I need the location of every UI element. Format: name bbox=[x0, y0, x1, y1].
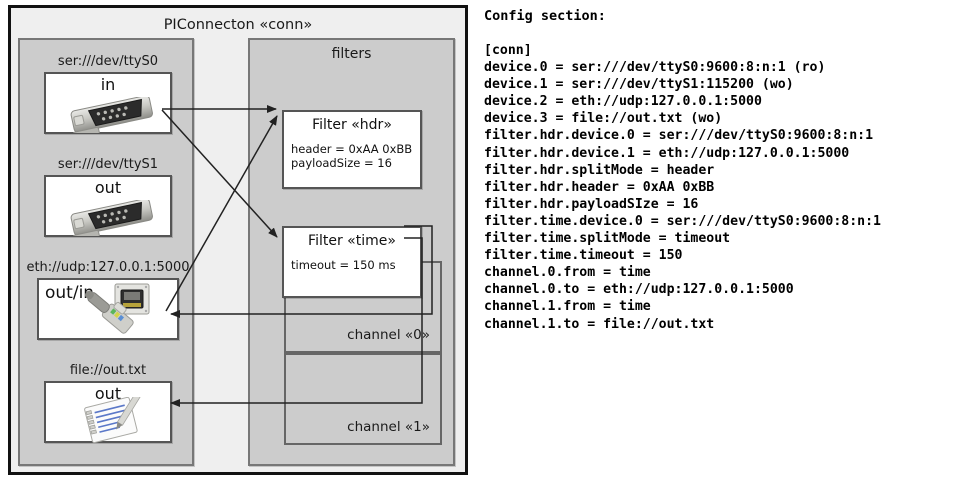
filter-property: timeout = 150 ms bbox=[291, 258, 396, 272]
config-line: filter.time.splitMode = timeout bbox=[484, 231, 731, 247]
config-line: channel.1.from = time bbox=[484, 299, 651, 315]
device-direction: out bbox=[94, 178, 122, 197]
filter-properties: header = 0xAA 0xBB payloadSize = 16 bbox=[291, 142, 420, 170]
config-line: filter.hdr.device.1 = eth://udp:127.0.0.… bbox=[484, 145, 850, 161]
filter-property: payloadSize = 16 bbox=[291, 156, 392, 170]
config-line: device.1 = ser:///dev/ttyS1:115200 (wo) bbox=[484, 77, 794, 93]
device-direction: in bbox=[100, 75, 116, 94]
filter-title: Filter «time» bbox=[308, 233, 396, 249]
devices-panel: ser:///dev/ttyS0 in bbox=[18, 38, 194, 466]
config-line: channel.1.to = file://out.txt bbox=[484, 316, 715, 332]
config-line: filter.hdr.header = 0xAA 0xBB bbox=[484, 179, 715, 195]
device-label: file://out.txt bbox=[69, 363, 147, 378]
config-line: filter.time.timeout = 150 bbox=[484, 248, 683, 264]
device-group-ttyS0[interactable]: ser:///dev/ttyS0 in bbox=[20, 54, 196, 134]
device-group-ttyS1[interactable]: ser:///dev/ttyS1 out bbox=[20, 157, 196, 237]
config-lines[interactable]: [conn] device.0 = ser:///dev/ttyS0:9600:8… bbox=[484, 42, 881, 333]
filters-panel: filters channel «0» channel «1» Filter «… bbox=[248, 38, 455, 466]
config-line: filter.hdr.payloadSIze = 16 bbox=[484, 196, 699, 212]
device-direction: out/in bbox=[45, 283, 95, 303]
filter-property: header = 0xAA 0xBB bbox=[291, 142, 413, 156]
device-box[interactable]: out bbox=[44, 381, 172, 443]
config-line: channel.0.from = time bbox=[484, 265, 651, 281]
device-box[interactable]: out bbox=[44, 175, 172, 237]
channel-label: channel «0» bbox=[347, 327, 430, 343]
device-group-file[interactable]: file://out.txt out bbox=[20, 363, 196, 443]
device-box[interactable]: out/in bbox=[37, 278, 179, 340]
config-line: [conn] bbox=[484, 43, 532, 58]
filters-panel-title: filters bbox=[331, 46, 372, 62]
config-line: channel.0.to = eth://udp:127.0.0.1:5000 bbox=[484, 282, 794, 298]
config-heading: Config section: bbox=[484, 8, 606, 24]
filter-properties: timeout = 150 ms bbox=[291, 258, 420, 272]
config-line: filter.time.device.0 = ser:///dev/ttyS0:… bbox=[484, 213, 881, 229]
config-line: device.2 = eth://udp:127.0.0.1:5000 bbox=[484, 94, 762, 110]
device-label: ser:///dev/ttyS1 bbox=[57, 157, 159, 172]
config-line: device.3 = file://out.txt (wo) bbox=[484, 111, 723, 127]
outer-title: PIConnecton «conn» bbox=[163, 17, 313, 33]
filter-box-hdr[interactable]: Filter «hdr» header = 0xAA 0xBB payloadS… bbox=[282, 110, 422, 189]
config-section: Config section: [conn] device.0 = ser:///… bbox=[482, 0, 964, 484]
channel-label: channel «1» bbox=[347, 419, 430, 435]
channel-box-1[interactable]: channel «1» bbox=[284, 353, 442, 445]
device-label: ser:///dev/ttyS0 bbox=[57, 54, 159, 69]
filter-title: Filter «hdr» bbox=[312, 117, 392, 133]
device-box[interactable]: in bbox=[44, 72, 172, 134]
config-line: filter.hdr.splitMode = header bbox=[484, 162, 715, 178]
config-line: device.0 = ser:///dev/ttyS0:9600:8:n:1 (… bbox=[484, 60, 826, 76]
device-group-eth[interactable]: eth://udp:127.0.0.1:5000 out/in bbox=[20, 260, 196, 340]
device-direction: out bbox=[94, 384, 122, 403]
device-label: eth://udp:127.0.0.1:5000 bbox=[26, 260, 190, 275]
connector-diagram: PIConnecton «conn» ser:///dev/ttyS0 in bbox=[0, 0, 478, 484]
config-line: filter.hdr.device.0 = ser:///dev/ttyS0:9… bbox=[484, 128, 874, 144]
filter-box-time[interactable]: Filter «time» timeout = 150 ms bbox=[282, 226, 422, 298]
